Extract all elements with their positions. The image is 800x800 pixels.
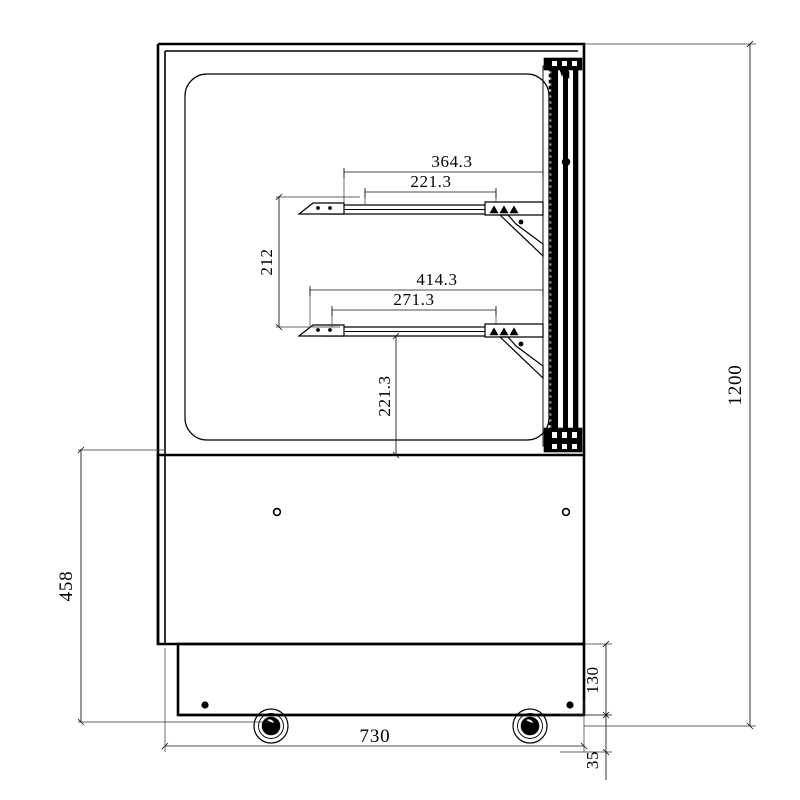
dimension-shelf-spacing-label: 212: [257, 248, 276, 275]
door-frame-verticals: [551, 59, 579, 451]
door-lock-point: [561, 157, 571, 167]
dimension-base-offset: 35: [560, 711, 612, 780]
door-head-rail: [543, 57, 583, 79]
panel-screw-left: [272, 507, 282, 517]
dimension-lower-shelf-to-base: 221.3: [375, 332, 400, 459]
castor-wheel-right: [512, 708, 548, 744]
base-plinth: [176, 642, 586, 717]
dimension-overall-width-label: 730: [360, 726, 391, 747]
castor-wheel-left: [253, 708, 289, 744]
dimension-base-height-label: 130: [583, 666, 602, 693]
dimension-lower-shelf-inner: 271.3: [331, 290, 497, 327]
upper-glass-shelf-assembly: [297, 201, 544, 258]
lower-glass-shelf-assembly: [297, 323, 544, 380]
dimension-upper-shelf-inner: 221.3: [364, 172, 497, 205]
dimension-shelf-spacing: 212: [257, 193, 360, 331]
door-sill-rail: [543, 427, 583, 453]
plinth-screw-left: [201, 701, 209, 709]
dimension-overall-height: 1200: [584, 40, 756, 730]
curved-corner-glass-panel: [184, 73, 550, 441]
lower-front-panel: [156, 453, 586, 646]
dimension-lower-shelf-outer-label: 414.3: [416, 270, 457, 289]
dimension-upper-shelf-inner-label: 221.3: [410, 172, 451, 191]
dimension-lower-shelf-outer: 414.3: [309, 270, 544, 326]
dimension-upper-shelf-outer-label: 364.3: [431, 152, 472, 171]
rear-sliding-door-frame: [542, 57, 583, 453]
plinth-screw-right: [566, 701, 574, 709]
dimension-base-height: 130: [583, 640, 612, 719]
dimension-overall-height-label: 1200: [725, 364, 746, 405]
panel-screw-right: [561, 507, 571, 517]
dimension-base-offset-label: 35: [583, 751, 602, 769]
dimension-lower-shelf-to-base-label: 221.3: [375, 375, 394, 416]
dimension-lower-section-height: 458: [56, 446, 270, 726]
dimension-upper-shelf-outer: 364.3: [343, 152, 544, 204]
dimension-lower-shelf-inner-label: 271.3: [393, 290, 434, 309]
dimension-lower-section-height-label: 458: [56, 571, 77, 602]
dimension-overall-width: 730: [161, 648, 588, 752]
